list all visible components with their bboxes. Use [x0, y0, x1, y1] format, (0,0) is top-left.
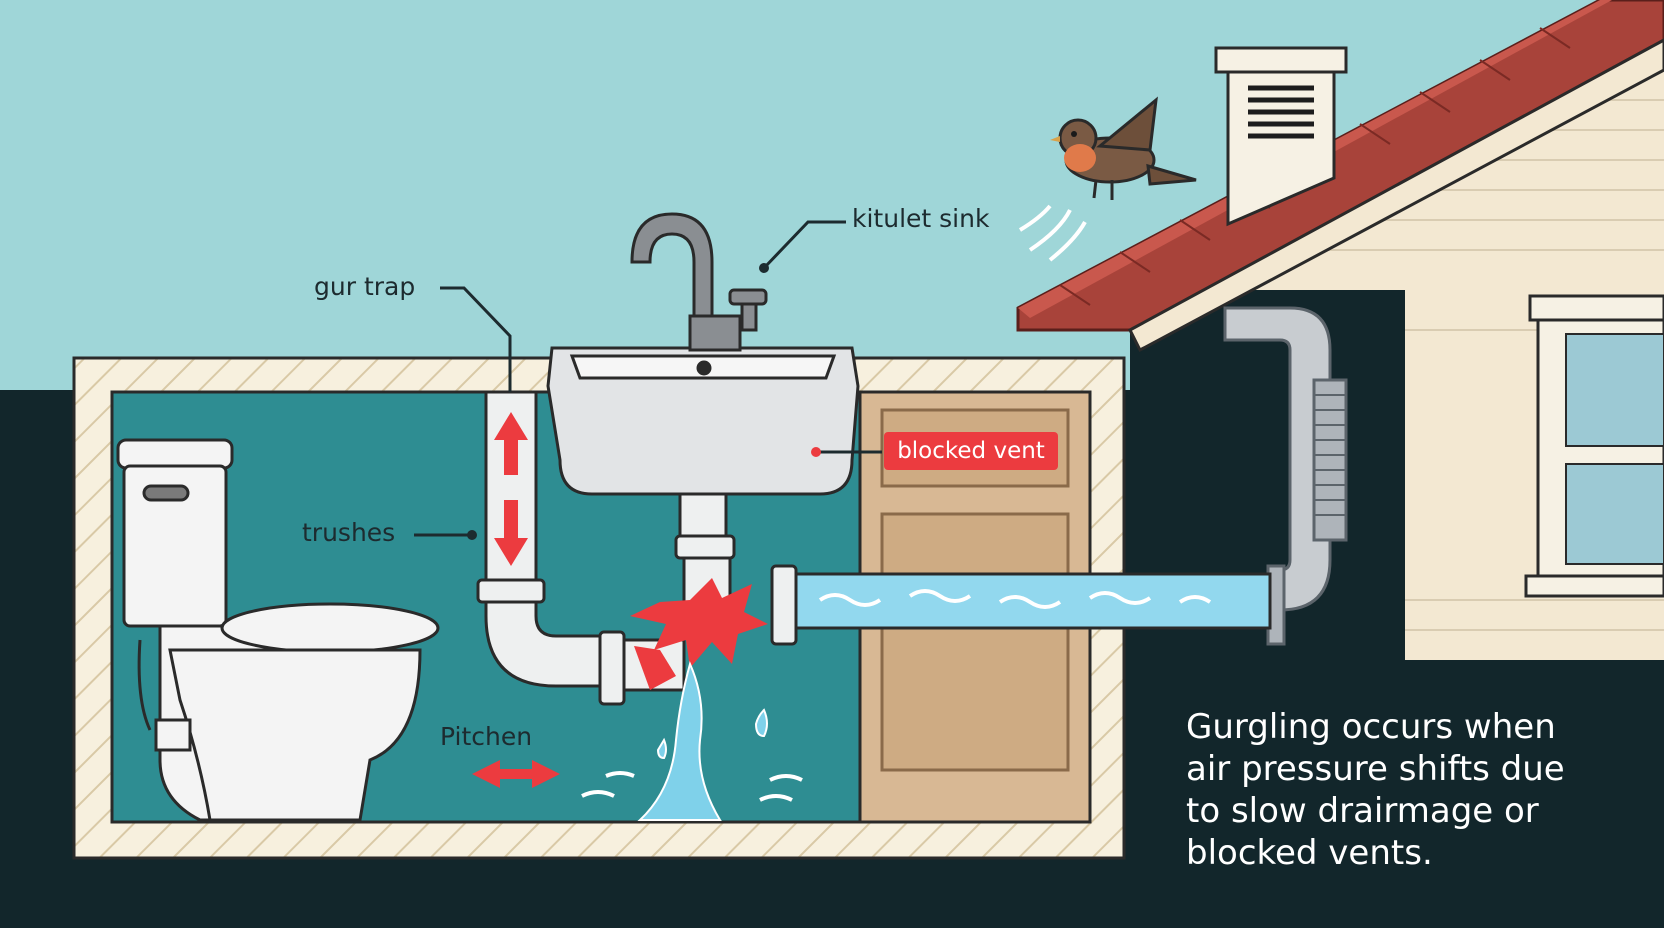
- blocked-vent-label: blocked vent: [884, 432, 1058, 470]
- caption-line: to slow drairmage or: [1186, 791, 1539, 831]
- horizontal-drain-pipe: [770, 564, 1272, 646]
- sink-leader-dot: [759, 263, 769, 273]
- vent-stack-pipe: [1223, 306, 1348, 646]
- caption-line: blocked vents.: [1186, 833, 1433, 873]
- faucet-icon: [630, 212, 768, 352]
- up-down-arrow-icon: [494, 412, 528, 566]
- caption-line: air pressure shifts due: [1186, 749, 1565, 789]
- leader-lines: [414, 220, 882, 537]
- bird-icon: [1018, 96, 1197, 262]
- sink-icon: [546, 346, 860, 630]
- caption: Gurgling occurs when air pressure shifts…: [1186, 706, 1656, 874]
- kitchen-sink-label: kitulet sink: [852, 204, 990, 233]
- window: [1524, 294, 1664, 598]
- left-right-arrow-icon: [472, 760, 560, 788]
- water-spill: [581, 661, 803, 821]
- caption-line: Gurgling occurs when: [1186, 707, 1556, 747]
- trap-label: gur trap: [314, 272, 416, 301]
- blocked-leader-dot: [811, 447, 821, 457]
- blockage-burst: [630, 578, 768, 690]
- roof-vent-cap: [1214, 46, 1348, 227]
- trushes-label: trushes: [302, 518, 396, 547]
- trushes-leader-dot: [467, 530, 477, 540]
- pitchen-label: Pitchen: [440, 722, 533, 751]
- toilet-icon: [116, 438, 440, 822]
